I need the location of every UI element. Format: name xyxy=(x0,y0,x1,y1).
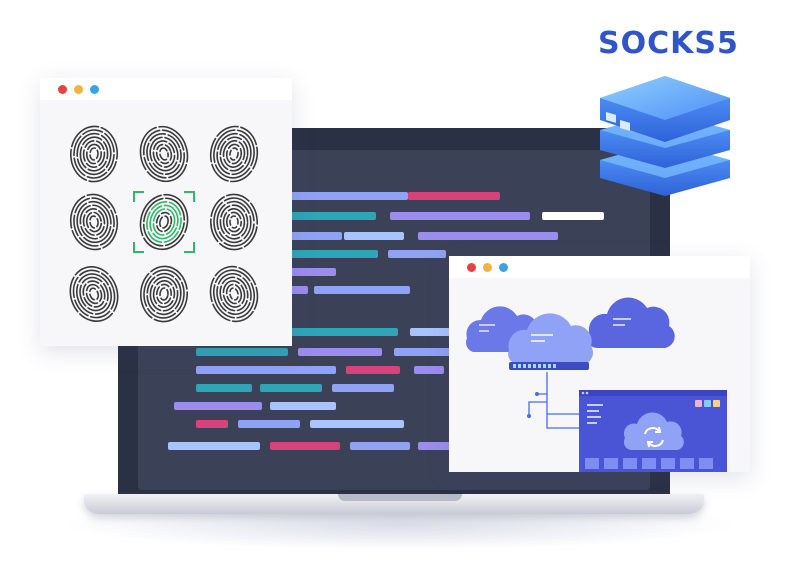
fingerprint-icon[interactable] xyxy=(202,190,266,254)
code-line xyxy=(174,402,262,410)
code-line xyxy=(350,442,410,450)
code-line xyxy=(388,250,446,258)
code-line xyxy=(288,232,342,240)
code-line xyxy=(288,250,378,258)
network-connection-lines xyxy=(528,372,579,429)
window-minimize-dot[interactable] xyxy=(483,263,492,272)
window-close-dot[interactable] xyxy=(467,263,476,272)
code-line xyxy=(542,212,604,220)
code-line xyxy=(288,286,308,294)
code-line xyxy=(196,420,228,428)
laptop-notch xyxy=(338,494,462,501)
server-stack-icon xyxy=(600,76,730,196)
dashboard-panel xyxy=(579,390,727,472)
sync-icon xyxy=(644,426,664,448)
cloud-window-titlebar xyxy=(449,256,750,278)
code-line xyxy=(394,348,454,356)
code-line xyxy=(238,420,300,428)
code-line xyxy=(418,232,558,240)
fingerprint-window-titlebar xyxy=(40,78,292,100)
fingerprint-icon[interactable] xyxy=(132,122,196,186)
fingerprint-icon[interactable] xyxy=(62,262,126,326)
code-line xyxy=(298,348,382,356)
code-line xyxy=(196,348,288,356)
socks5-title: SOCKS5 xyxy=(598,26,739,61)
code-line xyxy=(288,192,408,200)
code-line xyxy=(270,402,336,410)
fingerprint-icon-selected[interactable] xyxy=(132,190,196,254)
code-line xyxy=(288,328,398,336)
code-line xyxy=(418,442,478,450)
cloud-icon xyxy=(623,412,684,450)
code-line xyxy=(168,442,260,450)
cloud-icon xyxy=(587,297,675,348)
code-line xyxy=(260,384,322,392)
fingerprint-icon[interactable] xyxy=(202,262,266,326)
code-line xyxy=(390,212,530,220)
code-line xyxy=(414,366,444,374)
code-line xyxy=(196,366,336,374)
fingerprint-icon[interactable] xyxy=(202,122,266,186)
code-line xyxy=(408,192,500,200)
code-line xyxy=(270,442,340,450)
laptop-base xyxy=(84,494,704,514)
fingerprint-icon[interactable] xyxy=(62,122,126,186)
fingerprint-icon[interactable] xyxy=(62,190,126,254)
code-line xyxy=(346,366,400,374)
fingerprint-icon[interactable] xyxy=(132,262,196,326)
window-maximize-dot[interactable] xyxy=(90,85,99,94)
cloud-network-window xyxy=(449,256,750,472)
code-line xyxy=(310,420,404,428)
code-line xyxy=(288,268,336,276)
window-close-dot[interactable] xyxy=(58,85,67,94)
code-line xyxy=(196,384,252,392)
code-line xyxy=(410,328,450,336)
window-maximize-dot[interactable] xyxy=(499,263,508,272)
code-line xyxy=(344,232,404,240)
code-line xyxy=(314,286,410,294)
fingerprint-window xyxy=(40,78,292,346)
cloud-icon xyxy=(508,313,594,364)
code-line xyxy=(332,384,394,392)
code-line xyxy=(288,212,376,220)
window-minimize-dot[interactable] xyxy=(74,85,83,94)
server-layer-1 xyxy=(600,76,730,142)
cloud-network-illustration xyxy=(465,297,727,472)
